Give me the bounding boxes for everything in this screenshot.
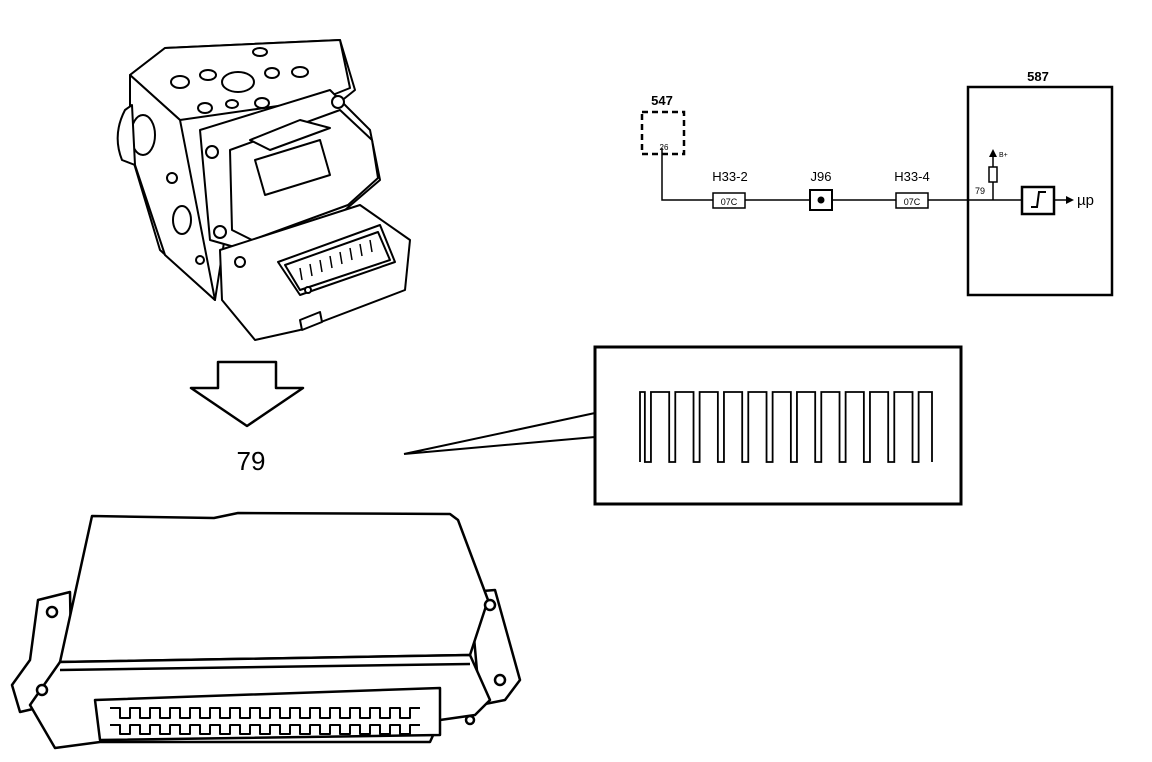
supply-label: B+	[999, 152, 1008, 159]
schmitt-trigger-box	[1020, 185, 1056, 216]
splice-label: J96	[811, 169, 832, 184]
ecu-id-label: 587	[1027, 69, 1049, 84]
output-arrow-icon	[1066, 196, 1074, 204]
arrow-label: 79	[237, 446, 266, 476]
ecu-module-illustration	[10, 511, 522, 750]
connector-2-pins: 07C	[904, 197, 921, 207]
signal-wire	[661, 148, 968, 201]
square-waveform	[639, 391, 933, 463]
pullup-resistor	[988, 166, 998, 183]
sensor-pin-label: 26	[660, 143, 669, 152]
waveform-box	[593, 345, 963, 506]
wiring-schematic: 547 26 H33-2 07C J96 H33-4 07C 587 79 B+	[640, 69, 1114, 297]
down-arrow-icon	[189, 360, 305, 428]
ecu-pin-label: 79	[975, 186, 985, 196]
supply-arrow-icon	[989, 149, 997, 157]
connector-2-label: H33-4	[894, 169, 929, 184]
abs-hydraulic-unit-illustration	[116, 39, 411, 341]
connector-1-pins: 07C	[721, 197, 738, 207]
ecu-587-box	[966, 85, 1114, 297]
callout-pointer	[403, 412, 596, 455]
schmitt-trigger-icon	[1031, 191, 1046, 208]
connector-2-box	[895, 192, 929, 209]
connector-1-label: H33-2	[712, 169, 747, 184]
output-label: µp	[1077, 192, 1094, 209]
sensor-547-box	[640, 110, 686, 156]
connector-1-box	[712, 192, 746, 209]
sensor-id-label: 547	[651, 93, 673, 108]
splice-node	[817, 196, 825, 204]
